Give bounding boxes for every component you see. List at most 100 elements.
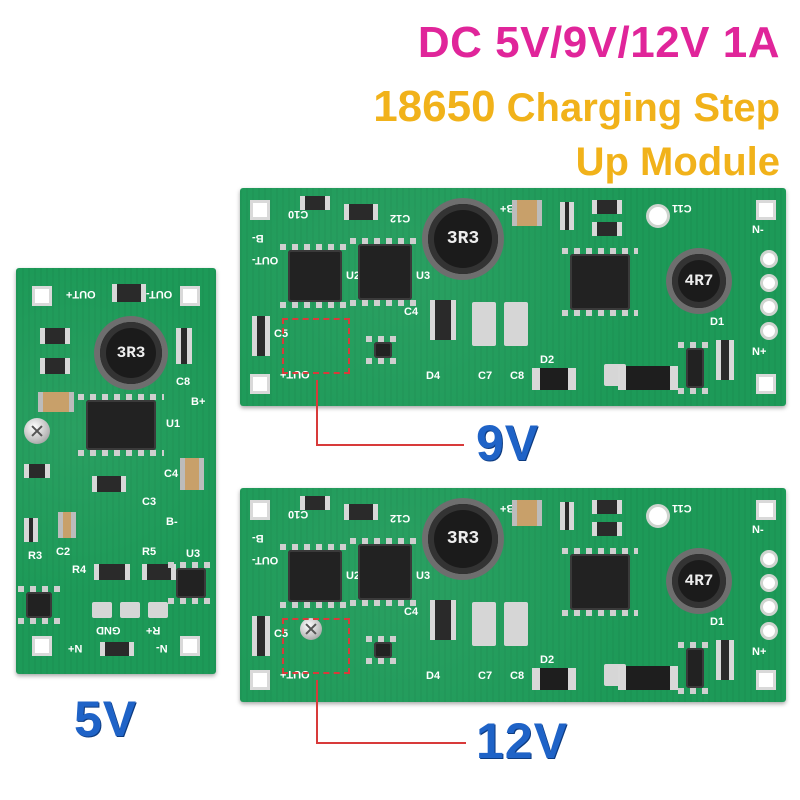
- tantalum-capacitor: [38, 392, 74, 412]
- inductor-icon: 3R3: [428, 504, 498, 574]
- smd-resistor: [112, 284, 146, 302]
- silk-label: R3: [28, 550, 43, 562]
- mount-hole: [250, 500, 270, 520]
- smd-resistor: [344, 204, 378, 220]
- ic-chip-u1: [78, 394, 164, 456]
- smd-resistor: [592, 200, 622, 214]
- transistor-q1: [18, 586, 60, 624]
- silk-label: N+: [68, 642, 83, 654]
- silk-label: OUT-: [252, 554, 279, 566]
- silk-label: B-: [252, 232, 264, 244]
- silk-label: C7: [478, 670, 493, 682]
- board-5v-pcb: OUT+ OUT- 3R3 C8 B+ U1 C4 C3 B- C2 R3 R4…: [16, 268, 216, 674]
- silk-label: N-: [752, 524, 764, 536]
- silk-label: N+: [752, 646, 767, 658]
- callout-leader-line: [316, 380, 318, 446]
- board-12v-pcb: B- OUT- OUT+ C10 C12 B+ U2 U3 3R3 C11 4R…: [240, 488, 786, 702]
- voltage-label-9v: 9V: [476, 415, 540, 471]
- smd-capacitor: [176, 328, 192, 364]
- smd-resistor: [94, 564, 130, 580]
- smd-resistor: [344, 504, 378, 520]
- callout-leader-line: [316, 680, 318, 744]
- smd-diode: [618, 666, 678, 690]
- silk-label: D1: [710, 316, 725, 328]
- silk-label: C11: [672, 202, 692, 214]
- silk-label: OUT-: [252, 254, 279, 266]
- connector-pad: [760, 622, 778, 640]
- smd-capacitor: [716, 340, 734, 380]
- mount-hole: [180, 636, 200, 656]
- modified-region-marker: [282, 318, 350, 374]
- mount-hole: [250, 200, 270, 220]
- silk-label: D4: [426, 670, 441, 682]
- silk-label: C11: [672, 502, 692, 514]
- silk-label: D2: [540, 654, 555, 666]
- silk-label: C4: [164, 468, 179, 480]
- tantalum-capacitor: [58, 512, 76, 538]
- title-line-1: DC 5V/9V/12V 1A: [417, 18, 780, 67]
- smd-capacitor: [472, 602, 496, 646]
- title-line-2-text: Charging Step: [495, 86, 780, 130]
- silk-label: OUT+: [66, 288, 96, 300]
- solder-blob-icon: [300, 618, 322, 640]
- silk-label: D4: [426, 370, 441, 382]
- tantalum-capacitor: [512, 500, 542, 526]
- silk-label: R5: [142, 546, 157, 558]
- smd-diode: [532, 368, 576, 390]
- silk-label: C5: [274, 628, 289, 640]
- smd-diode: [430, 600, 456, 640]
- test-pad: [120, 602, 140, 618]
- smd-capacitor: [252, 316, 270, 356]
- ic-chip-u3: [168, 562, 214, 604]
- smd-diode: [430, 300, 456, 340]
- transistor-icon: [366, 636, 400, 664]
- mount-hole: [32, 636, 52, 656]
- silk-label: U2: [346, 270, 361, 282]
- smd-capacitor: [252, 616, 270, 656]
- connector-pad: [760, 274, 778, 292]
- inductor-icon: 3R3: [100, 322, 162, 384]
- smd-capacitor: [716, 640, 734, 680]
- mount-hole: [180, 286, 200, 306]
- silk-label: N+: [752, 346, 767, 358]
- silk-label: U3: [416, 570, 431, 582]
- connector-pad: [760, 322, 778, 340]
- mount-hole: [756, 670, 776, 690]
- silk-label: B-: [252, 532, 264, 544]
- silk-label: U2: [346, 570, 361, 582]
- connector-pad: [760, 550, 778, 568]
- silk-label: N-: [752, 224, 764, 236]
- silk-label: C2: [56, 546, 71, 558]
- smd-resistor: [24, 518, 38, 542]
- smd-capacitor: [560, 202, 574, 230]
- connector-pad: [760, 298, 778, 316]
- transistor-icon: [366, 336, 400, 364]
- smd-resistor: [300, 196, 330, 210]
- smd-resistor: [100, 642, 134, 656]
- title-line-2-number: 18650: [373, 82, 496, 131]
- board-9v-pcb: B- OUT- OUT+ C10 C12 B+ U2 U3 3R3 C11 4R…: [240, 188, 786, 406]
- callout-leader-line: [316, 742, 466, 744]
- mount-hole: [250, 670, 270, 690]
- test-pad: [646, 204, 670, 228]
- smd-resistor: [592, 500, 622, 514]
- connector-pad: [760, 574, 778, 592]
- silk-label: D2: [540, 354, 555, 366]
- smd-capacitor: [40, 328, 70, 344]
- ic-chip-u3: [350, 238, 420, 306]
- silk-label: U3: [186, 548, 201, 560]
- ic-chip-q: [678, 342, 712, 394]
- voltage-label-5v: 5V: [74, 691, 138, 747]
- title-line-3: Up Module: [575, 140, 780, 184]
- voltage-label-12v: 12V: [476, 713, 568, 769]
- inductor-icon: 4R7: [672, 554, 726, 608]
- silk-label: R4: [72, 564, 87, 576]
- smd-resistor: [592, 222, 622, 236]
- silk-label: C8: [510, 370, 525, 382]
- silk-label: C8: [176, 376, 191, 388]
- silk-label: R+: [146, 624, 161, 636]
- ic-chip-u2: [280, 244, 350, 308]
- ic-chip-u2: [280, 544, 350, 608]
- smd-resistor: [24, 464, 50, 478]
- ic-chip-u1: [562, 248, 638, 316]
